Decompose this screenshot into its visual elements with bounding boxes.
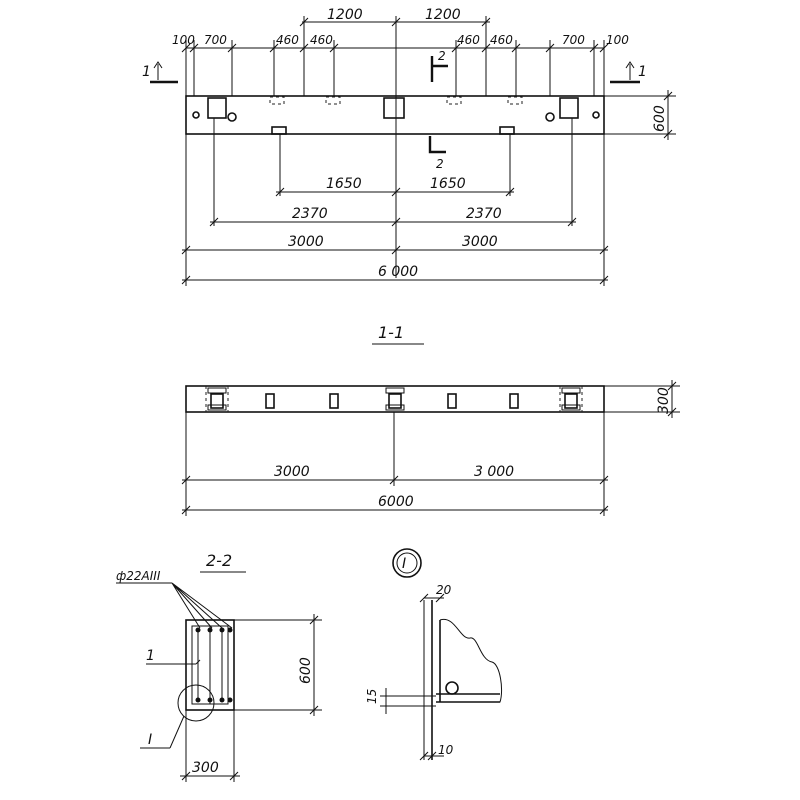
concrete-break	[439, 618, 503, 703]
detail-dim-20: 20	[436, 583, 452, 597]
lifting-hole-right-outer	[592, 111, 600, 119]
section-mark-1-right: 1	[638, 64, 647, 80]
detail-I-circle	[177, 684, 215, 722]
section-1-1-dim-left: 3000	[274, 464, 310, 480]
rebar-circle	[445, 681, 459, 695]
dim-100-right: 100	[606, 33, 629, 47]
detail-I-marker: I	[402, 556, 406, 572]
lifting-hole-left	[227, 112, 237, 122]
section-1-1-height-dim: 300	[656, 387, 672, 414]
insert-plate	[385, 404, 405, 411]
beam-plan-outline	[185, 95, 605, 135]
section-2-2-height-dim: 600	[298, 657, 314, 684]
insert	[447, 393, 457, 409]
dim-700-left: 700	[204, 33, 227, 47]
rebar-leaders	[171, 582, 233, 629]
plan-view: 1200 1200 460 460 460 460 700 700 100 10…	[142, 7, 676, 286]
rebar-dot	[227, 697, 233, 703]
embedded-plate-left	[207, 97, 227, 119]
rebar-dot	[207, 627, 213, 633]
dim-2370-right: 2370	[466, 206, 502, 222]
callout-1: 1	[146, 648, 155, 664]
insert	[509, 393, 519, 409]
dim-1200-left: 1200	[327, 7, 363, 23]
dim-1650-right: 1650	[430, 176, 466, 192]
section-mark-1-left-arrow	[153, 61, 163, 80]
insert	[210, 393, 224, 409]
top-plate	[325, 96, 341, 105]
rebar-label: ф22AIII	[116, 569, 161, 583]
section-mark-1-right-arrow	[625, 61, 635, 80]
dim-460-c: 460	[457, 33, 480, 47]
embedded-plate-right	[559, 97, 579, 119]
section-1-1-dim-right: 3 000	[474, 464, 514, 480]
section-1-1-title: 1-1	[378, 323, 404, 342]
top-plate	[446, 96, 462, 105]
section-mark-2-bottom	[428, 136, 446, 154]
bottom-plate	[499, 126, 515, 135]
dim-3000-left: 3000	[288, 234, 324, 250]
section-mark-1-left: 1	[142, 64, 151, 80]
rebar-dot	[207, 697, 213, 703]
section-mark-2-top	[430, 56, 448, 82]
section-2-2-title: 2-2	[206, 551, 232, 570]
lifting-hole-right	[545, 112, 555, 122]
bottom-plate	[271, 126, 287, 135]
insert-plate	[207, 404, 227, 411]
dim-1650-left: 1650	[326, 176, 362, 192]
insert	[388, 393, 402, 409]
section-mark-2-bottom-label: 2	[436, 157, 444, 171]
detail-I-marker-inner	[396, 552, 418, 574]
embedded-plate-center	[383, 97, 405, 119]
dim-2370-left: 2370	[292, 206, 328, 222]
insert	[564, 393, 578, 409]
insert	[329, 393, 339, 409]
rebar-dot	[227, 627, 233, 633]
detail-dim-15: 15	[365, 689, 379, 704]
insert-plate	[207, 387, 227, 394]
dim-700-right: 700	[562, 33, 585, 47]
section-1-1-dim-total: 6000	[378, 494, 414, 510]
detail-dim-10: 10	[438, 743, 454, 757]
dim-100-left: 100	[172, 33, 195, 47]
dim-460-a: 460	[276, 33, 299, 47]
top-dimension-chain	[181, 16, 609, 278]
dim-1200-right: 1200	[425, 7, 461, 23]
detail-I: I 20 15 10	[365, 548, 503, 761]
top-plate	[507, 96, 523, 105]
detail-I-marker-outer	[392, 548, 422, 578]
insert-plate	[561, 404, 581, 411]
insert-plate	[385, 387, 405, 394]
bottom-dimension-chains	[181, 118, 609, 286]
top-plate	[269, 96, 285, 105]
lifting-hole-left-outer	[192, 111, 200, 119]
dim-6000-total: 6 000	[378, 264, 418, 280]
dim-460-d: 460	[490, 33, 513, 47]
dim-460-b: 460	[310, 33, 333, 47]
plan-height-dim-600: 600	[652, 105, 668, 132]
beam-elevation-outline	[185, 385, 605, 413]
rebar-dot	[219, 627, 225, 633]
callout-detail-I: I	[148, 732, 152, 748]
section-2-2-outline	[185, 619, 235, 711]
section-2-2: 2-2 ф22AIII 1 I 600	[116, 551, 322, 782]
rebar-dot	[195, 627, 201, 633]
rebar-dot	[219, 697, 225, 703]
rebar-dot	[195, 697, 201, 703]
dim-3000-right: 3000	[462, 234, 498, 250]
section-2-2-width-dim: 300	[192, 760, 219, 776]
section-1-1: 1-1 300 3000 3 000	[181, 323, 680, 516]
insert	[265, 393, 275, 409]
section-mark-2-top-label: 2	[438, 49, 446, 63]
insert-plate	[561, 387, 581, 394]
